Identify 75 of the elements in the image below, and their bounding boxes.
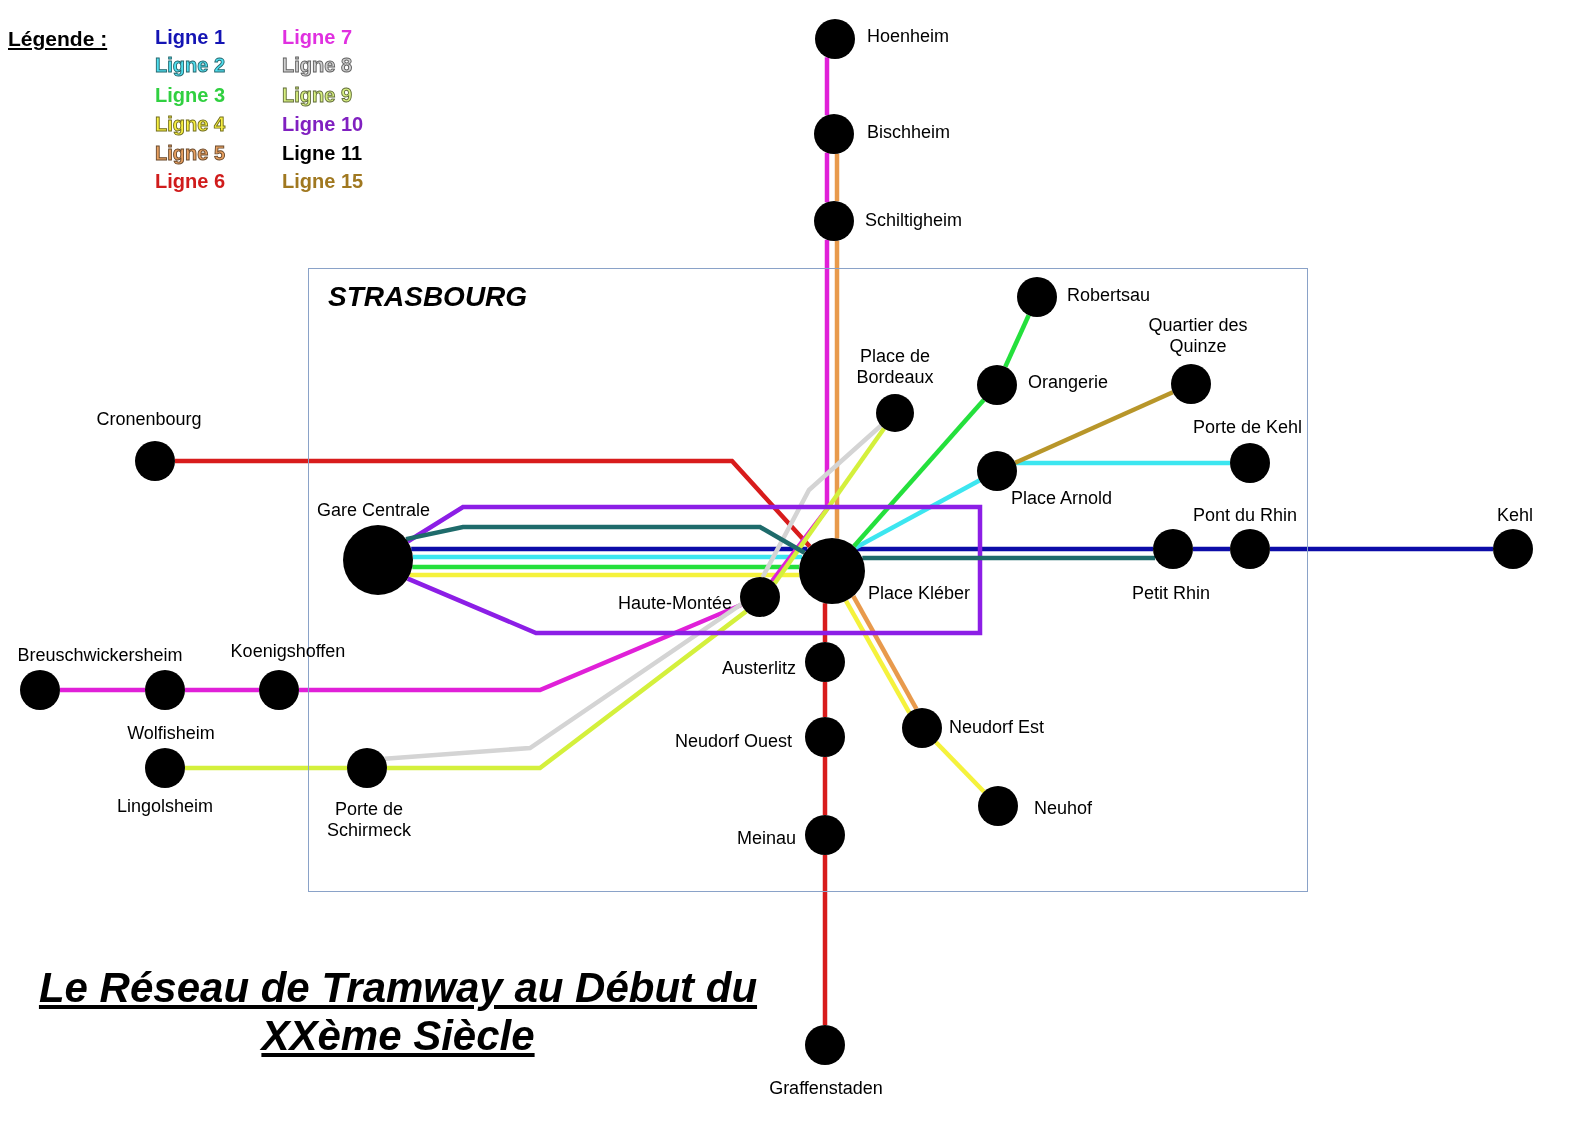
station-name: Cronenbourg bbox=[96, 408, 202, 430]
tram-line bbox=[411, 546, 808, 552]
station-name: Robertsau bbox=[1067, 284, 1151, 306]
legend-entry: Ligne 8 bbox=[282, 53, 352, 77]
tram-line bbox=[412, 564, 800, 570]
tram-line bbox=[1193, 546, 1230, 552]
station-name: Hoenheim bbox=[867, 25, 950, 47]
tram-line bbox=[824, 152, 830, 203]
tram-line bbox=[60, 687, 145, 693]
tram-line bbox=[854, 478, 981, 550]
station-name: Graffenstaden bbox=[769, 1077, 883, 1099]
tram-line bbox=[1014, 390, 1174, 465]
tram-line bbox=[824, 57, 830, 116]
station-name: Schiltigheim bbox=[865, 209, 963, 231]
legend-entry: Ligne 11 bbox=[282, 141, 363, 165]
tram-line bbox=[834, 153, 840, 202]
tram-line bbox=[412, 554, 803, 560]
station-name: Place Arnold bbox=[1011, 487, 1113, 509]
tram-line bbox=[851, 595, 919, 710]
station-name: Place Kléber bbox=[868, 582, 971, 604]
station-name: Koenigshoffen bbox=[230, 640, 346, 662]
tram-line bbox=[185, 765, 347, 771]
tram-line bbox=[1270, 546, 1493, 552]
tram-line bbox=[406, 504, 983, 636]
tram-line bbox=[822, 603, 828, 642]
tram-line bbox=[405, 524, 806, 555]
legend-entry: Ligne 4 bbox=[155, 112, 225, 136]
station-name: Neudorf Est bbox=[949, 716, 1045, 738]
tram-line bbox=[834, 240, 840, 539]
tram-line bbox=[409, 572, 800, 578]
station-name: Petit Rhin bbox=[1132, 582, 1210, 604]
station-name: Porte de Schirmeck bbox=[326, 799, 412, 841]
tram-line bbox=[1015, 460, 1230, 466]
tram-line bbox=[770, 239, 830, 583]
legend-entry: Ligne 7 bbox=[282, 25, 352, 49]
tram-line bbox=[852, 398, 986, 548]
legend-entry: Ligne 3 bbox=[155, 83, 225, 107]
legend-entry: Ligne 6 bbox=[155, 169, 225, 193]
tram-line bbox=[760, 424, 883, 579]
tram-line bbox=[185, 687, 259, 693]
station-name: Bischheim bbox=[867, 121, 951, 143]
tram-line bbox=[844, 599, 912, 714]
station-name: Orangerie bbox=[1028, 371, 1109, 393]
area-label: STRASBOURG bbox=[328, 281, 528, 313]
tram-line bbox=[822, 682, 828, 717]
station-name: Wolfisheim bbox=[127, 722, 215, 744]
station-name: Neudorf Ouest bbox=[674, 730, 792, 752]
station-name: Breuschwickersheim bbox=[17, 644, 183, 666]
tram-line bbox=[856, 546, 1153, 552]
legend-heading: Légende : bbox=[8, 27, 108, 51]
station-name: Kehl bbox=[1497, 504, 1533, 526]
tram-line bbox=[1003, 314, 1031, 368]
legend-entry: Ligne 2 bbox=[155, 53, 225, 77]
tram-line bbox=[862, 555, 1156, 561]
station-name: Lingolsheim bbox=[116, 795, 214, 817]
station-name: Quartier des Quinze bbox=[1147, 315, 1249, 357]
legend-entry: Ligne 10 bbox=[282, 112, 364, 136]
tram-line bbox=[772, 427, 886, 585]
station-name: Place de Bordeaux bbox=[855, 346, 935, 388]
tram-line bbox=[934, 740, 986, 794]
station-name: Austerlitz bbox=[721, 657, 796, 679]
legend-entry: Ligne 1 bbox=[155, 25, 225, 49]
station-name: Meinau bbox=[736, 827, 796, 849]
station-name: Gare Centrale bbox=[317, 499, 431, 521]
tram-line bbox=[822, 855, 828, 1025]
tram-line bbox=[822, 757, 828, 815]
map-title: Le Réseau de Tramway au Début du XXème Siècle bbox=[37, 964, 759, 1060]
tram-line bbox=[175, 458, 812, 549]
station-name: Pont du Rhin bbox=[1193, 504, 1298, 526]
legend-entry: Ligne 15 bbox=[282, 169, 364, 193]
station-name: Porte de Kehl bbox=[1193, 416, 1303, 438]
station-name: Haute-Montée bbox=[617, 592, 732, 614]
legend-entry: Ligne 9 bbox=[282, 83, 352, 107]
legend-entry: Ligne 5 bbox=[155, 141, 225, 165]
station-name: Neuhof bbox=[1034, 797, 1093, 819]
